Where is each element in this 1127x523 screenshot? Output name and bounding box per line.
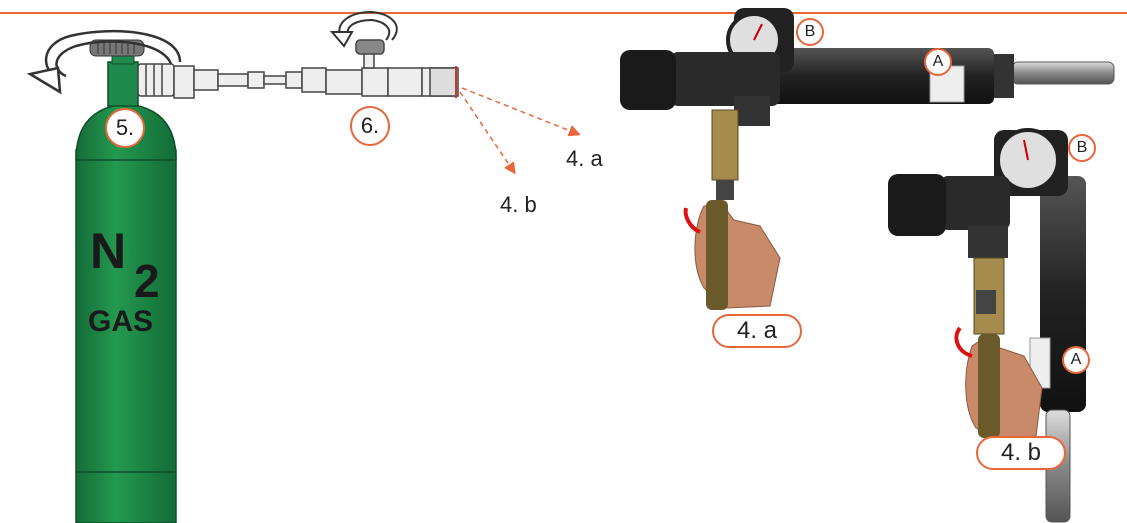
marker-a-top: A (924, 48, 952, 76)
cylinder-formula-letter: N (90, 223, 127, 279)
label-4b: 4. b (500, 192, 537, 217)
marker-b-bottom: B (1068, 134, 1096, 162)
hand-top (683, 200, 781, 310)
gauge-tool-bottom (888, 128, 1068, 335)
badge-4b: 4. b (976, 436, 1066, 470)
badge-4a: 4. a (712, 314, 802, 348)
cylinder-gas-text: GAS (88, 305, 154, 338)
fill-hose (137, 39, 459, 99)
hand-bottom (954, 326, 1043, 441)
step-5-badge: 5. (105, 108, 145, 148)
top-divider-line (0, 12, 1127, 14)
arrow-to-4a (461, 87, 581, 137)
step-6-badge: 6. (350, 106, 390, 146)
rotate-arrow-cylinder (26, 29, 182, 95)
marker-a-bottom: A (1062, 346, 1090, 374)
cylinder-knob (89, 39, 145, 57)
gauge-tool-top (620, 8, 794, 200)
marker-b-top: B (796, 18, 824, 46)
arrow-to-4b (459, 91, 516, 175)
cylinder-formula-subscript: 2 (134, 255, 160, 307)
label-4a: 4. a (566, 146, 603, 171)
rotate-arrow-hose (329, 10, 398, 48)
